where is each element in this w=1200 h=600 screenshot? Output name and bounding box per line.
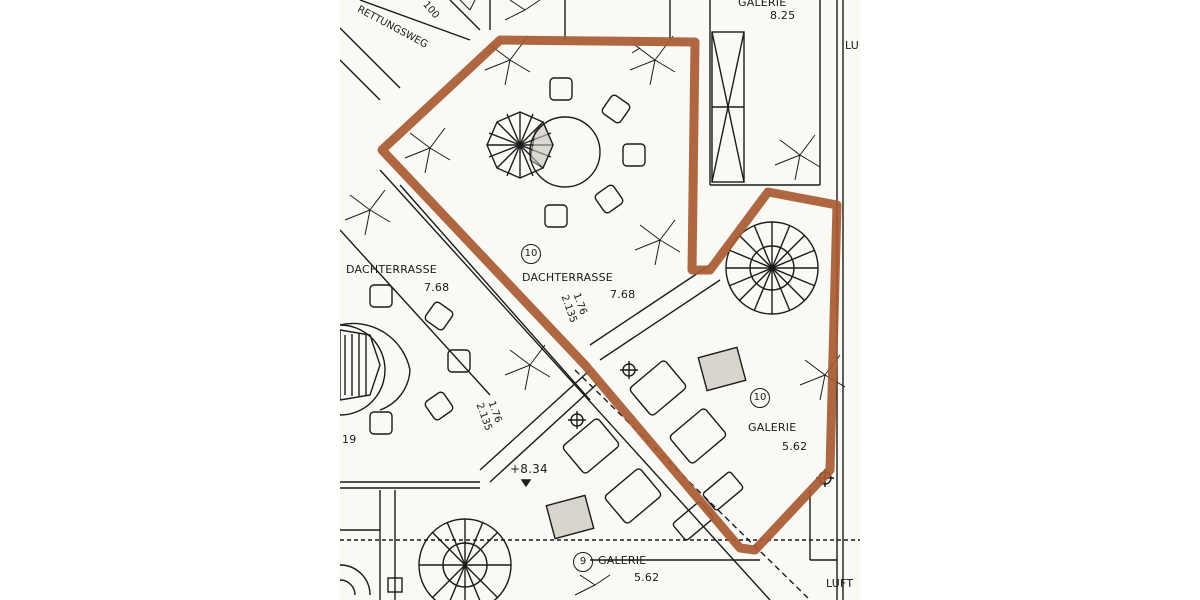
diagonal-wall <box>599 279 721 361</box>
wall-line <box>340 27 401 89</box>
luft-bottom-label: LUFT <box>826 577 854 590</box>
side-table <box>697 346 747 392</box>
floor-plan-drawing <box>340 0 860 600</box>
wall-line <box>340 59 381 101</box>
chair-group <box>544 77 646 228</box>
hatched-sunshade <box>340 329 381 401</box>
galerie-9-name: GALERIE <box>598 554 647 567</box>
room-10-name: DACHTERRASSE <box>522 271 613 284</box>
galerie-10-level: 5.62 <box>782 440 808 453</box>
room-10-number: 10 <box>521 244 541 264</box>
diagonal-wall <box>479 369 591 471</box>
galerie-9-level: 5.62 <box>634 571 660 584</box>
spiral-stair <box>725 221 819 315</box>
diagonal-wall <box>399 184 591 401</box>
level-marker <box>520 479 532 488</box>
spiral-stair <box>418 518 512 600</box>
diagonal-wall <box>489 382 599 483</box>
side-table <box>545 494 595 540</box>
left-room-name: DACHTERRASSE <box>346 263 437 276</box>
galerie-9-number: 9 <box>573 552 593 572</box>
diagonal-wall <box>589 264 711 346</box>
shade-hatch <box>529 120 554 170</box>
plant-sketch <box>344 0 846 596</box>
left-room-level: 7.68 <box>424 281 450 294</box>
outlined-area <box>377 35 842 555</box>
diagonal-wall <box>340 229 491 396</box>
diagonal-wall <box>379 169 771 600</box>
level-mark-label: +8.34 <box>510 462 548 476</box>
galerie-10-number: 10 <box>750 388 770 408</box>
lounge-seating <box>562 360 744 541</box>
round-table <box>529 116 601 188</box>
luft-top-label: LU <box>845 39 860 52</box>
floor-plan-sheet: RETTUNGSWEG 100 GALERIE 8.25 LU 10 DACHT… <box>340 0 860 600</box>
galerie-top-label: GALERIE <box>738 0 787 9</box>
seating-arc <box>340 322 411 411</box>
galerie-top-level: 8.25 <box>770 9 796 22</box>
wall-line <box>359 0 471 41</box>
chair-group <box>369 284 471 435</box>
room-10-level: 7.68 <box>610 288 636 301</box>
galerie-10-name: GALERIE <box>748 421 797 434</box>
left-room-number: 19 <box>342 433 357 446</box>
wall-line <box>449 0 481 31</box>
small-symbol <box>387 577 403 593</box>
seating-arc <box>340 324 386 416</box>
spiral-stair-partial <box>340 564 371 596</box>
